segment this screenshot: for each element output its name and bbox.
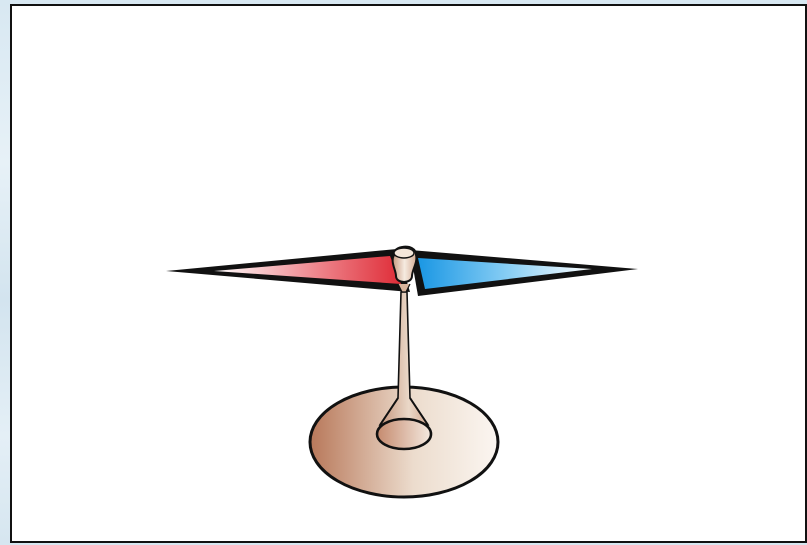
needle-north-half <box>166 249 410 292</box>
needle-south-half <box>410 250 638 296</box>
stand-socket <box>377 419 431 449</box>
